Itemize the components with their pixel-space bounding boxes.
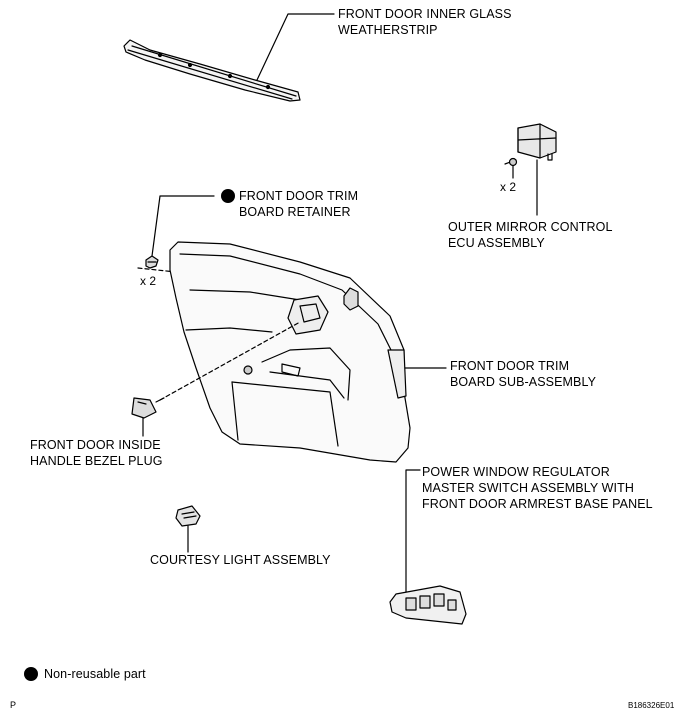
master-switch-label-line2: MASTER SWITCH ASSEMBLY WITH <box>422 481 634 495</box>
trim-board-label-line1: FRONT DOOR TRIM <box>450 359 570 373</box>
master-switch-leader <box>405 469 421 593</box>
legend-non-reusable-label: Non-reusable part <box>44 667 146 681</box>
master-switch-label-line3: FRONT DOOR ARMREST BASE PANEL <box>422 497 653 511</box>
retainer-part <box>145 255 159 269</box>
weatherstrip-label: FRONT DOOR INNER GLASS WEATHERSTRIP <box>338 6 512 38</box>
retainer-dashed-line <box>137 267 177 273</box>
weatherstrip-label-line1: FRONT DOOR INNER GLASS <box>338 7 512 21</box>
figure-code: B186326E01 <box>628 701 675 710</box>
bezel-plug-label-line2: HANDLE BEZEL PLUG <box>30 454 163 468</box>
courtesy-light-part <box>175 505 201 527</box>
ecu-label-line2: ECU ASSEMBLY <box>448 236 545 250</box>
bezel-plug-part <box>131 397 157 419</box>
weatherstrip-label-line2: WEATHERSTRIP <box>338 23 438 37</box>
courtesy-light-label: COURTESY LIGHT ASSEMBLY <box>150 553 331 567</box>
bezel-plug-label: FRONT DOOR INSIDE HANDLE BEZEL PLUG <box>30 437 163 469</box>
ecu-label-line1: OUTER MIRROR CONTROL <box>448 220 613 234</box>
footer-left-mark: P <box>10 700 17 710</box>
trim-board-label: FRONT DOOR TRIM BOARD SUB-ASSEMBLY <box>450 358 596 390</box>
weatherstrip-leader <box>256 13 335 81</box>
legend-non-reusable-icon <box>24 667 38 681</box>
trim-screw <box>155 397 165 403</box>
master-switch-label: POWER WINDOW REGULATOR MASTER SWITCH ASS… <box>422 464 653 512</box>
ecu-label: OUTER MIRROR CONTROL ECU ASSEMBLY <box>448 219 613 251</box>
ecu-screw-quantity: x 2 <box>500 180 517 194</box>
retainer-leader <box>151 195 215 257</box>
trim-board-part <box>169 241 411 463</box>
non-reusable-marker-icon <box>221 189 235 203</box>
trim-board-label-line2: BOARD SUB-ASSEMBLY <box>450 375 597 389</box>
retainer-label-line1: FRONT DOOR TRIM <box>239 189 359 203</box>
retainer-quantity: x 2 <box>140 274 157 288</box>
weatherstrip-part <box>123 39 301 102</box>
retainer-label: FRONT DOOR TRIM BOARD RETAINER <box>239 188 358 220</box>
master-switch-part <box>389 585 467 625</box>
retainer-label-line2: BOARD RETAINER <box>239 205 351 219</box>
trim-dashed-line <box>159 321 301 401</box>
bezel-plug-label-line1: FRONT DOOR INSIDE <box>30 438 161 452</box>
ecu-part <box>504 123 557 167</box>
master-switch-label-line1: POWER WINDOW REGULATOR <box>422 465 610 479</box>
